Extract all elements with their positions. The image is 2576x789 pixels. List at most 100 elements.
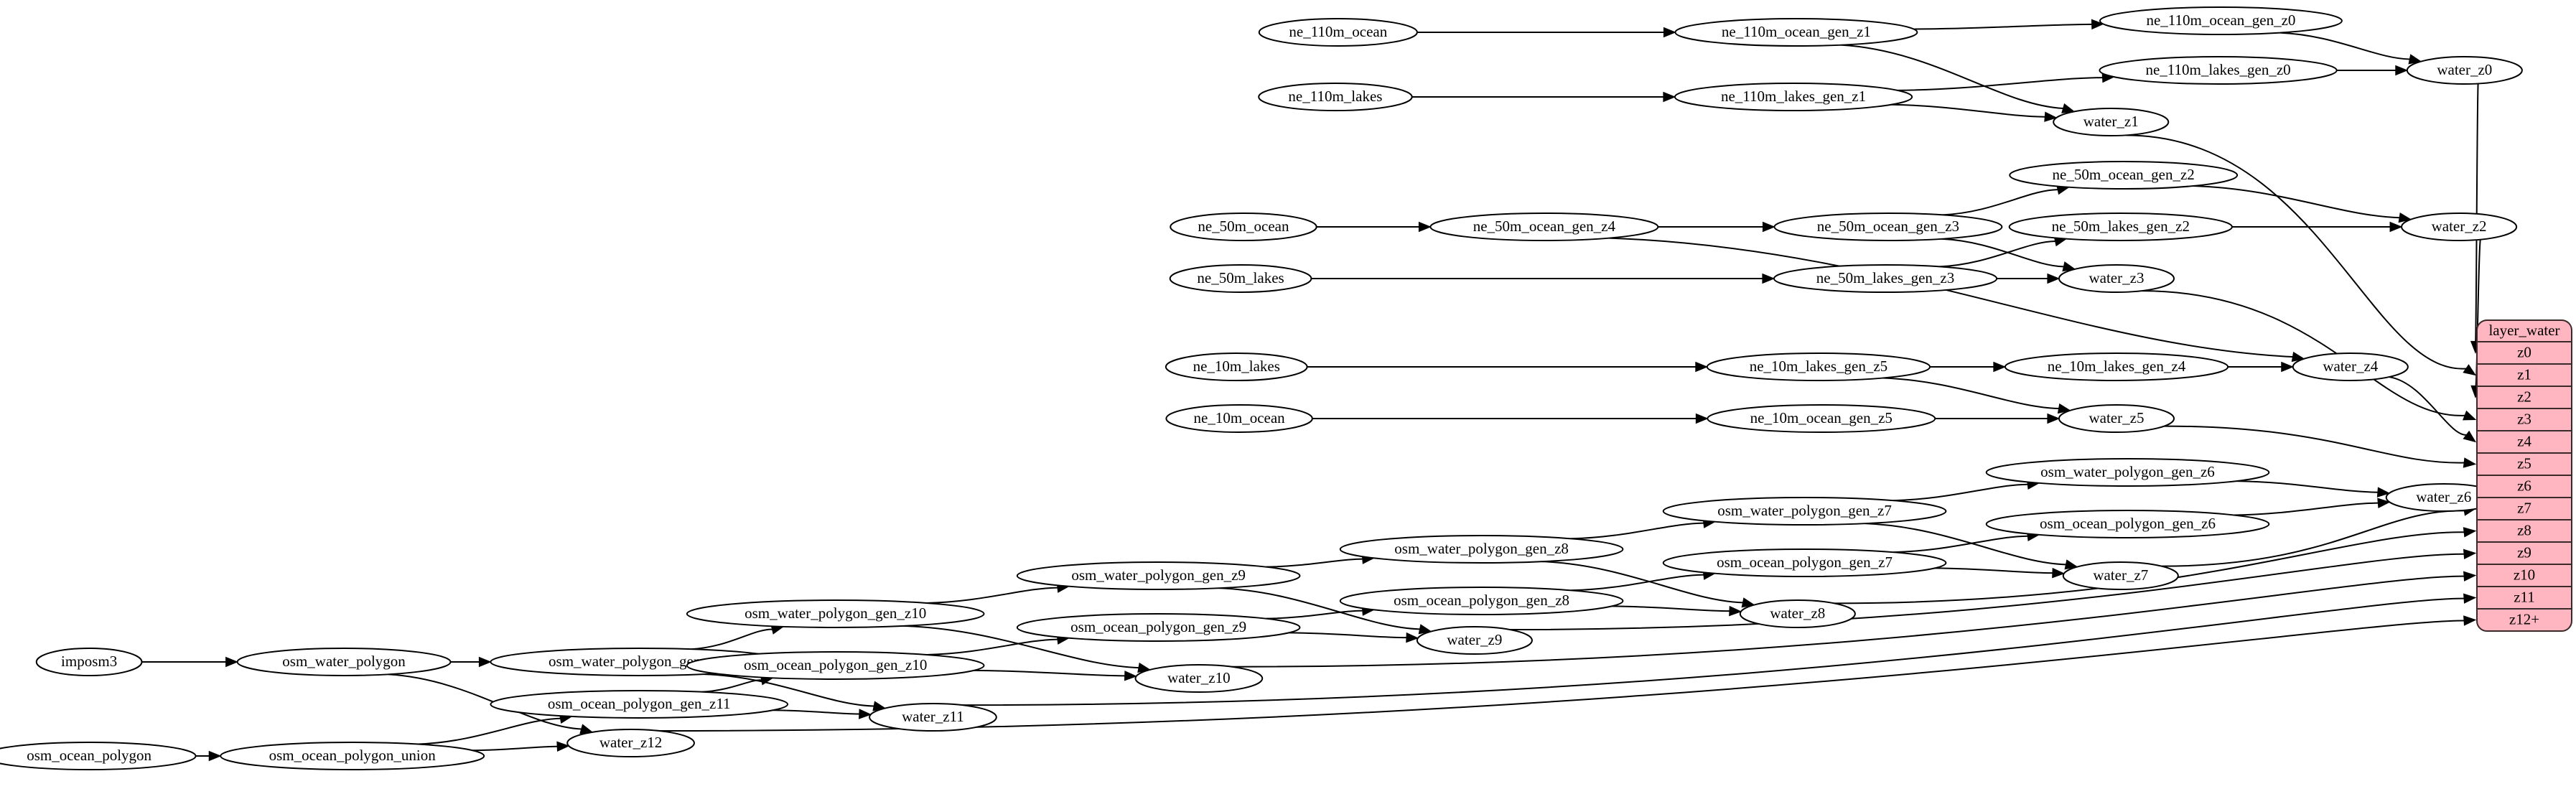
node-ellipse <box>566 729 695 757</box>
node-label: osm_ocean_polygon_gen_z9 <box>1070 618 1246 635</box>
edge-arrowhead <box>2052 567 2066 579</box>
edge-arrowhead <box>225 656 238 668</box>
graph-node-ne_110m_lakes_gen_z0[interactable]: ne_110m_lakes_gen_z0 <box>2099 56 2338 85</box>
graph-node-osm_water_polygon_gen_z7[interactable]: osm_water_polygon_gen_z7 <box>1662 497 1947 526</box>
graph-edge <box>1891 103 2045 118</box>
record-row-label: z8 <box>2517 521 2531 538</box>
node-ellipse <box>1165 353 1308 381</box>
graph-edge <box>1266 558 1363 568</box>
record-row-label: z6 <box>2517 477 2531 494</box>
edge-arrowhead <box>2064 559 2078 570</box>
graph-node-ne_10m_ocean[interactable]: ne_10m_ocean <box>1165 404 1313 433</box>
node-label: ne_110m_ocean_gen_z0 <box>2146 11 2295 29</box>
graph-node-water_z2[interactable]: water_z2 <box>2401 213 2518 241</box>
graph-edge <box>974 669 1125 677</box>
node-label: ne_110m_lakes <box>1288 88 1382 105</box>
graph-node-osm_ocean_polygon_gen_z9[interactable]: osm_ocean_polygon_gen_z9 <box>1016 613 1301 642</box>
graph-node-ne_10m_lakes_gen_z5[interactable]: ne_10m_lakes_gen_z5 <box>1706 353 1931 381</box>
graph-node-water_z7[interactable]: water_z7 <box>2062 561 2179 590</box>
graph-node-ne_10m_lakes[interactable]: ne_10m_lakes <box>1165 353 1308 381</box>
edge-arrowhead <box>2281 361 2295 373</box>
edge-arrowhead <box>208 750 222 762</box>
graph-node-ne_10m_ocean_gen_z5[interactable]: ne_10m_ocean_gen_z5 <box>1707 404 1936 433</box>
node-ellipse <box>2058 404 2175 433</box>
node-label: ne_110m_lakes_gen_z1 <box>1721 88 1866 105</box>
node-ellipse <box>1662 548 1947 577</box>
edge-arrowhead <box>1729 605 1742 617</box>
graph-node-ne_110m_lakes_gen_z1[interactable]: ne_110m_lakes_gen_z1 <box>1674 83 1913 111</box>
graph-edge <box>1571 574 1704 592</box>
graph-node-osm_water_polygon[interactable]: osm_water_polygon <box>236 648 452 676</box>
graph-node-ne_50m_ocean_gen_z3[interactable]: ne_50m_ocean_gen_z3 <box>1773 213 2003 241</box>
edge-arrowhead <box>1695 413 1709 424</box>
graph-edge <box>2126 134 2466 370</box>
graph-node-water_z8[interactable]: water_z8 <box>1739 599 1856 628</box>
graph-node-water_z12[interactable]: water_z12 <box>566 729 695 757</box>
graph-node-water_z10[interactable]: water_z10 <box>1134 664 1264 693</box>
node-label: water_z1 <box>2083 113 2139 130</box>
graph-node-osm_ocean_polygon_gen_z11[interactable]: osm_ocean_polygon_gen_z11 <box>490 690 789 719</box>
graph-node-ne_50m_ocean_gen_z4[interactable]: ne_50m_ocean_gen_z4 <box>1429 213 1659 241</box>
graph-node-water_z0[interactable]: water_z0 <box>2406 56 2523 85</box>
graph-node-osm_water_polygon_gen_z6[interactable]: osm_water_polygon_gen_z6 <box>1985 458 2270 487</box>
graph-edge <box>418 717 561 745</box>
graph-node-osm_ocean_polygon_union[interactable]: osm_ocean_polygon_union <box>220 742 485 770</box>
edge-arrowhead <box>1695 361 1709 373</box>
graph-node-ne_50m_lakes_gen_z3[interactable]: ne_50m_lakes_gen_z3 <box>1773 264 1998 293</box>
graph-node-water_z6[interactable]: water_z6 <box>2385 483 2502 512</box>
graph-node-osm_ocean_polygon_gen_z6[interactable]: osm_ocean_polygon_gen_z6 <box>1985 510 2270 538</box>
graph-edge <box>1893 535 2028 554</box>
graph-edge <box>1941 238 2064 268</box>
record-row-label: z12+ <box>2509 610 2539 627</box>
graph-node-osm_ocean_polygon_gen_z10[interactable]: osm_ocean_polygon_gen_z10 <box>686 651 985 680</box>
node-ellipse <box>1258 18 1418 47</box>
graph-node-ne_110m_ocean_gen_z0[interactable]: ne_110m_ocean_gen_z0 <box>2099 6 2343 35</box>
graph-edge <box>1882 377 2059 410</box>
graph-node-osm_ocean_polygon[interactable]: osm_ocean_polygon <box>0 742 197 770</box>
graph-edge <box>926 587 1058 604</box>
graph-edge <box>2234 502 2379 516</box>
graph-node-osm_water_polygon_gen_z9[interactable]: osm_water_polygon_gen_z9 <box>1016 561 1301 590</box>
graph-node-water_z9[interactable]: water_z9 <box>1416 626 1533 655</box>
node-ellipse <box>1739 599 1856 628</box>
graph-node-ne_10m_lakes_gen_z4[interactable]: ne_10m_lakes_gen_z4 <box>2004 353 2229 381</box>
node-label: water_z7 <box>2093 566 2148 584</box>
node-label: ne_10m_ocean <box>1194 409 1286 426</box>
graph-node-water_z11[interactable]: water_z11 <box>869 703 997 732</box>
record-row-label: z4 <box>2517 432 2531 449</box>
graph-node-osm_ocean_polygon_gen_z8[interactable]: osm_ocean_polygon_gen_z8 <box>1339 587 1624 615</box>
node-ellipse <box>1016 561 1301 590</box>
node-ellipse <box>1773 213 2003 241</box>
graph-node-water_z1[interactable]: water_z1 <box>2053 108 2170 136</box>
graph-node-ne_50m_lakes[interactable]: ne_50m_lakes <box>1169 264 1312 293</box>
node-label: ne_50m_ocean_gen_z3 <box>1817 218 1959 235</box>
graph-node-ne_50m_ocean[interactable]: ne_50m_ocean <box>1170 213 1317 241</box>
graph-node-ne_110m_lakes[interactable]: ne_110m_lakes <box>1258 83 1413 111</box>
graph-node-ne_50m_lakes_gen_z2[interactable]: ne_50m_lakes_gen_z2 <box>2008 213 2233 241</box>
edge-arrowhead <box>1663 27 1676 38</box>
node-ellipse <box>686 651 985 680</box>
edge-arrowhead <box>2463 593 2477 604</box>
layer-water-record: layer_waterz0z1z2z3z4z5z6z7z8z9z10z11z12… <box>2476 319 2572 632</box>
graph-edge <box>1541 561 1743 604</box>
record-row-label: z3 <box>2517 410 2531 427</box>
graph-node-ne_110m_ocean[interactable]: ne_110m_ocean <box>1258 18 1418 47</box>
graph-node-ne_50m_ocean_gen_z2[interactable]: ne_50m_ocean_gen_z2 <box>2009 161 2239 190</box>
graph-node-water_z3[interactable]: water_z3 <box>2058 264 2175 293</box>
record-row-label: z2 <box>2517 388 2531 405</box>
graph-node-osm_water_polygon_gen_z8[interactable]: osm_water_polygon_gen_z8 <box>1339 535 1624 564</box>
node-label: water_z4 <box>2323 358 2378 375</box>
graph-node-osm_water_polygon_gen_z10[interactable]: osm_water_polygon_gen_z10 <box>686 599 985 628</box>
graph-node-water_z5[interactable]: water_z5 <box>2058 404 2175 433</box>
graph-node-ne_110m_ocean_gen_z1[interactable]: ne_110m_ocean_gen_z1 <box>1674 18 1918 47</box>
node-ellipse <box>2062 561 2179 590</box>
node-ellipse <box>0 742 197 770</box>
node-ellipse <box>1416 626 1533 655</box>
graph-node-water_z4[interactable]: water_z4 <box>2292 353 2409 381</box>
node-ellipse <box>490 690 789 719</box>
graph-edge <box>472 745 558 752</box>
record-row-label: z11 <box>2514 588 2535 605</box>
graph-node-osm_ocean_polygon_gen_z7[interactable]: osm_ocean_polygon_gen_z7 <box>1662 548 1947 577</box>
graph-node-imposm3[interactable]: imposm3 <box>35 648 143 676</box>
